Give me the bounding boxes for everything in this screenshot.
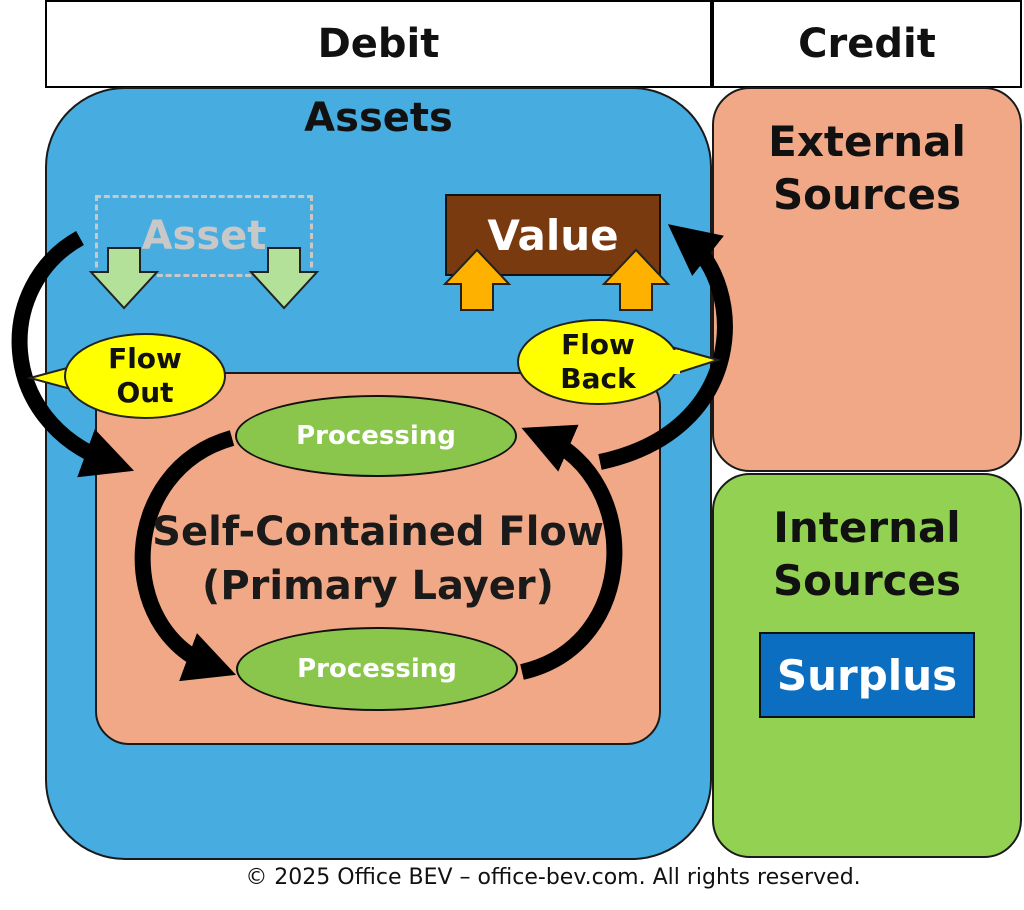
debit-header: Debit [45,0,712,88]
up-arrow-icon [442,248,512,311]
flow-out-arrow [11,231,135,478]
loop-arrow-left [134,430,236,682]
copyright-footer: © 2025 Office BEV – office-bev.com. All … [245,865,861,890]
processing-bottom-label: Processing [297,654,457,684]
asset-ghost-label: Asset [141,213,267,259]
flow-back-arrow [598,224,733,470]
processing-top-ellipse: Processing [235,395,517,477]
down-arrow-icon [88,247,160,310]
assets-title: Assets [304,95,453,141]
surplus-box: Surplus [759,632,975,718]
processing-bottom-ellipse: Processing [236,627,518,711]
flow-back-label: Flow Back [560,328,636,395]
external-sources-label: External Sources [768,117,966,219]
down-arrow-icon [248,247,320,310]
internal-sources-label: Internal Sources [772,503,962,605]
flow-out-bubble [26,333,226,419]
flow-out-label: Flow Out [108,342,182,409]
loop-arrow-right [520,424,623,680]
external-sources-box: External Sources [712,87,1022,472]
processing-top-label: Processing [296,421,456,451]
value-label: Value [487,210,619,260]
primary-layer-label: Self-Contained Flow (Primary Layer) [152,509,604,609]
flow-back-bubble [517,319,722,405]
debit-label: Debit [317,21,440,67]
asset-ghost-box: Asset [95,195,313,277]
credit-label: Credit [798,21,936,67]
up-arrow-icon [601,248,671,311]
surplus-label: Surplus [776,650,958,700]
